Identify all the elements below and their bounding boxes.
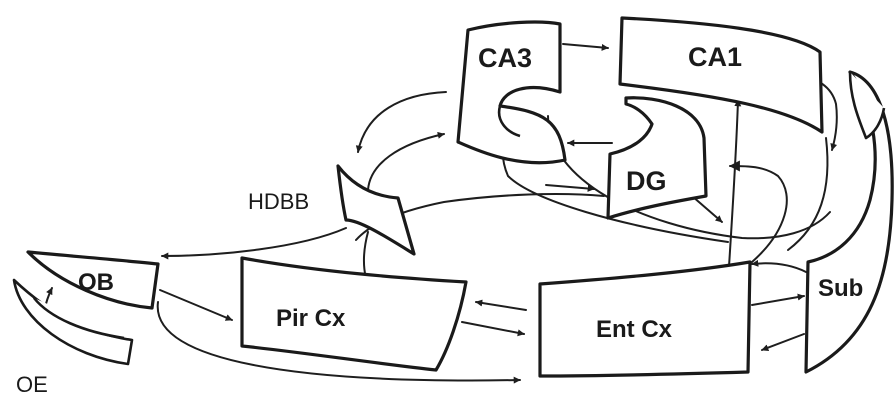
ob-shape [26,250,160,310]
edge-to-dg-small [691,195,723,223]
node-sub: Sub [804,70,894,374]
edge-pircx-to-entcx [461,321,525,337]
edge-ca3-to-hdbb [355,91,447,153]
edge-entcx-to-pircx [475,299,527,311]
ca3-shape [456,20,567,165]
edge-entcx-to-dg [728,160,788,263]
node-oe: OE [12,278,134,397]
edge-sub-to-entcx [751,259,807,273]
sub-upper-curl [848,71,886,140]
node-ent-cx: Ent Cx [538,260,752,378]
edge-ob-to-entcx [156,301,521,384]
sub-shape [804,70,894,374]
sub-label: Sub [818,275,863,302]
edge-sub-to-entcx-2 [761,333,805,352]
dg-label: DG [626,166,667,196]
edge-entcx-to-sub-1 [751,293,805,306]
ca3-inner-curl [497,105,521,138]
dg-shape [606,96,708,220]
node-hdbb: HDBB [248,164,416,256]
ent-cx-label: Ent Cx [596,316,673,343]
pir-cx-label: Pir Cx [276,305,346,332]
edge-hdbb-to-ob [161,227,347,260]
hdbb-label: HDBB [248,189,309,214]
pir-cx-shape [240,256,468,372]
edge-ca1-to-sub-long [787,137,829,251]
node-ca3: CA3 [456,20,567,165]
node-dg: DG [606,96,708,220]
edge-ob-to-pircx [159,289,233,321]
ent-cx-shape [538,260,752,378]
node-ob: OB [26,250,160,310]
node-pir-cx: Pir Cx [240,256,468,372]
hdbb-shape [336,164,416,256]
ca3-label: CA3 [478,43,532,73]
oe-shape-inner [32,297,125,340]
oe-label: OE [16,372,48,397]
edge-sweep-to-dg [545,184,595,192]
edge-hdbb-to-ca3 [367,131,445,191]
ca1-label: CA1 [688,42,742,72]
ob-label: OB [78,269,114,296]
ca1-shape [618,16,824,134]
edge-entcx-to-ca1 [727,99,742,283]
edge-ca3-to-ca1 [562,43,609,51]
node-ca1: CA1 [618,16,824,134]
